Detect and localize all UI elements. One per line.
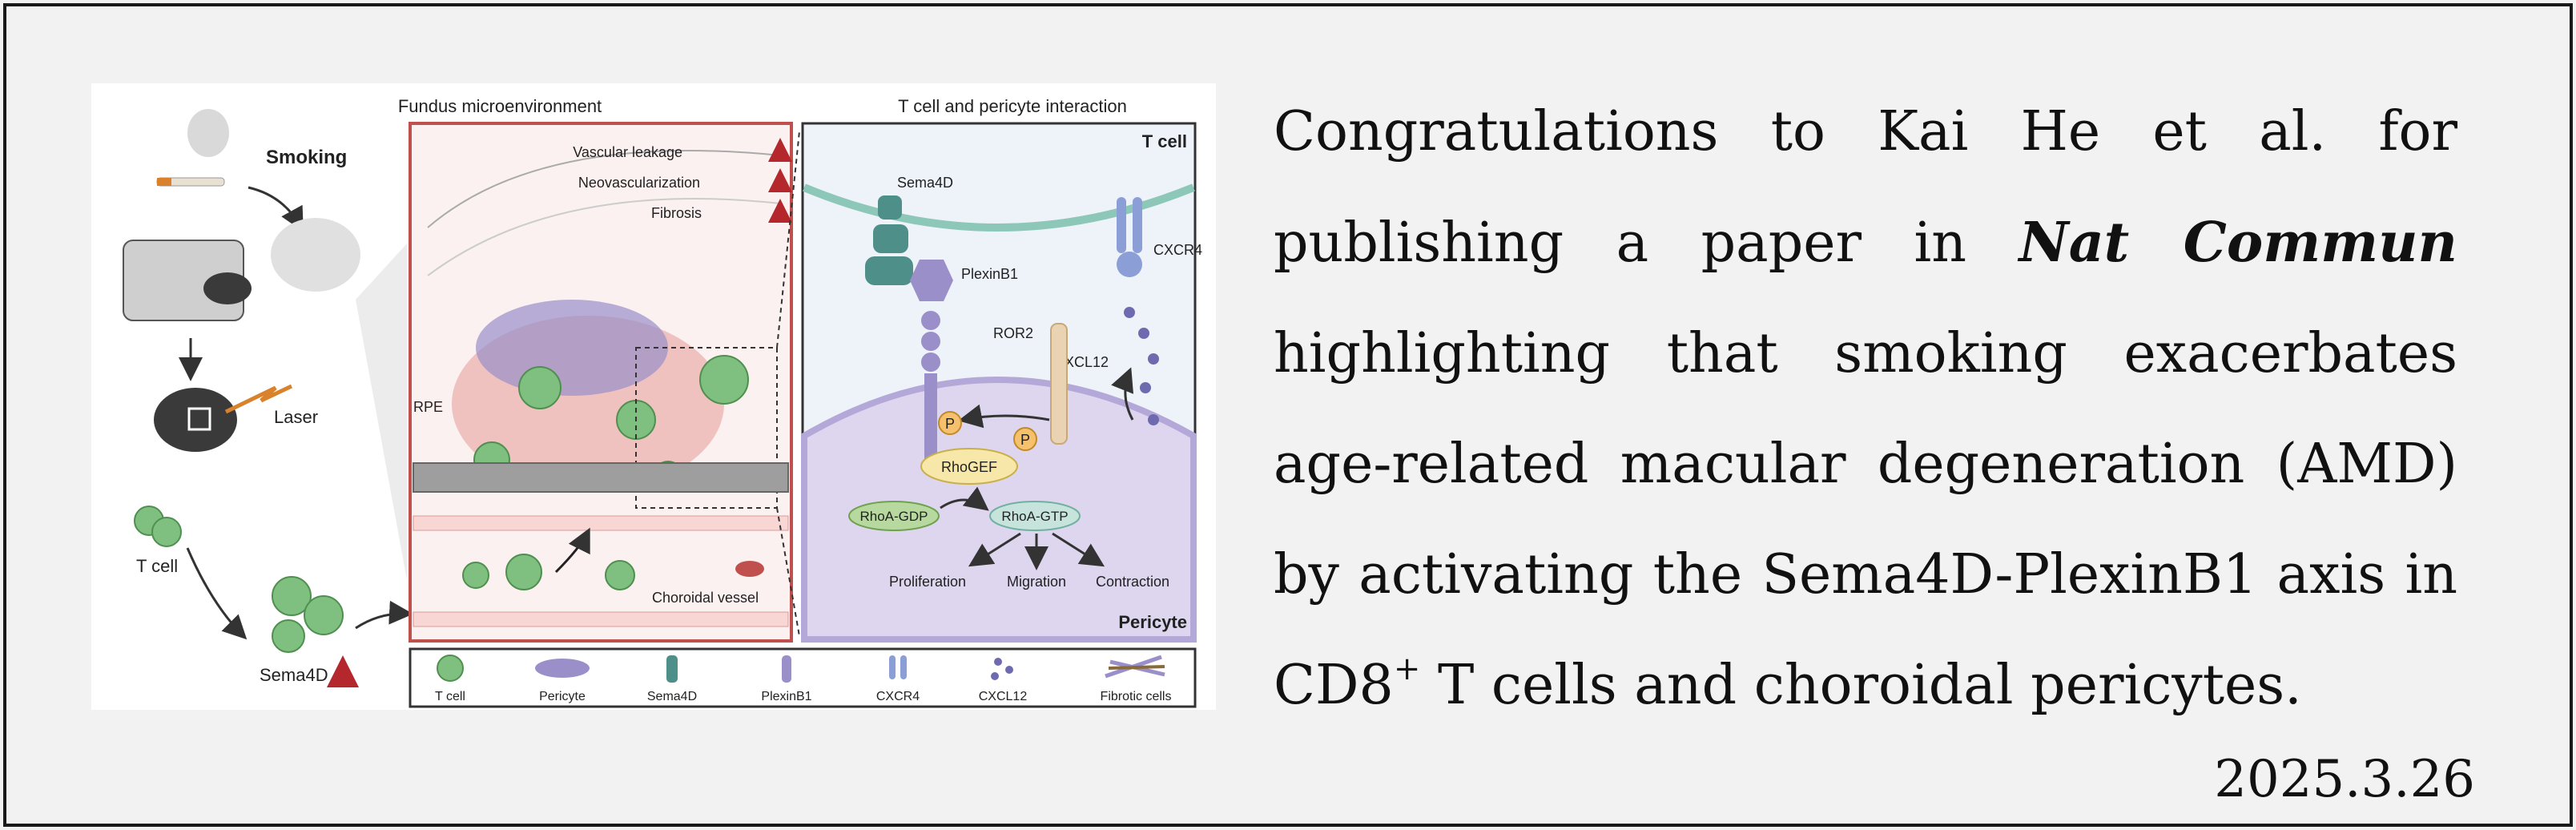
announcement-text: Congratulations to Kai He et al. for pub… <box>1274 77 2457 741</box>
phospho-label-2: P <box>1020 432 1030 448</box>
effect-migration: Migration <box>1007 574 1066 590</box>
legend-t-cell: T cell <box>435 690 465 703</box>
t-cell-corner-label: T cell <box>1142 131 1187 151</box>
ror2-molecule <box>1050 323 1068 445</box>
phospho-icon <box>1013 427 1037 451</box>
graphical-abstract-svg: Smoking Laser T cell Sema4D <box>123 96 1202 708</box>
red-blood-cell-icon <box>735 561 764 577</box>
rpe-label: RPE <box>413 399 443 415</box>
effect-proliferation: Proliferation <box>889 574 966 590</box>
smoking-label: Smoking <box>266 147 347 168</box>
rhoa-gdp-node <box>848 501 940 531</box>
mouse-icon <box>154 388 237 452</box>
legend-plexinb1: PlexinB1 <box>761 690 811 703</box>
smoking-pathway: Smoking Laser T cell Sema4D <box>123 109 413 687</box>
smoke-icon <box>187 109 229 157</box>
legend-sema4d-icon <box>666 655 678 683</box>
legend-cxcr4: CXCR4 <box>876 690 920 703</box>
lesion-area <box>452 300 749 492</box>
t-cell-label: T cell <box>136 556 178 576</box>
interaction-panel: T cell and pericyte interaction T cell P… <box>801 96 1202 643</box>
rhogef-node <box>920 448 1018 485</box>
publication-date: 2025.3.26 <box>2214 750 2475 809</box>
laser-icon <box>224 384 293 414</box>
rhoa-gtp-node <box>989 501 1081 531</box>
choroidal-vessel-label: Choroidal vessel <box>652 590 759 606</box>
legend-pericyte-icon <box>535 659 590 678</box>
outcome-vascular-leakage: Vascular leakage <box>573 144 682 160</box>
outcome-fibrosis: Fibrosis <box>651 205 702 221</box>
legend-fibrotic-cells: Fibrotic cells <box>1101 690 1172 703</box>
sema4d-molecule <box>865 195 913 285</box>
zoom-box <box>635 347 778 509</box>
rpe-layer <box>413 462 789 493</box>
legend-cxcl12-icon <box>994 658 1002 666</box>
mouse-in-chamber-icon <box>203 272 252 304</box>
announcement-suffix: T cells and choroidal pericytes. <box>1420 654 2302 717</box>
graphical-abstract-figure: Smoking Laser T cell Sema4D <box>91 83 1216 710</box>
rhoa-gtp-label: RhoA-GTP <box>1001 509 1068 524</box>
fundus-panel: Fundus microenvironment Vascular leakage… <box>398 96 800 643</box>
cxcr4-molecule-label: CXCR4 <box>1153 242 1202 258</box>
legend-sema4d: Sema4D <box>647 690 697 703</box>
plexinb1-molecule <box>910 260 953 461</box>
rhogef-label: RhoGEF <box>941 459 997 475</box>
ror2-molecule-label: ROR2 <box>993 325 1033 341</box>
announcement-prefix: Congratulations to Kai He et al. for pub… <box>1274 100 2457 275</box>
journal-name: Nat Commun <box>2019 211 2457 275</box>
card-frame: Smoking Laser T cell Sema4D <box>3 3 2573 827</box>
cxcr4-molecule <box>1117 197 1142 277</box>
announcement-middle: highlighting that smoking exacerbates ag… <box>1274 322 2457 717</box>
fundus-panel-title: Fundus microenvironment <box>398 96 602 116</box>
phospho-icon <box>938 411 962 435</box>
cxcl12-molecules <box>1124 307 1159 425</box>
outcome-neovascularization: Neovascularization <box>578 175 700 191</box>
sema4d-up-label: Sema4D <box>260 665 328 685</box>
interaction-panel-title: T cell and pericyte interaction <box>898 96 1127 116</box>
legend-plexinb1-icon <box>782 655 791 683</box>
plexinb1-molecule-label: PlexinB1 <box>961 266 1018 282</box>
laser-label: Laser <box>274 407 318 427</box>
legend-pericyte: Pericyte <box>539 690 586 703</box>
smoke-cloud-icon <box>271 218 360 292</box>
zoom-cone <box>356 244 407 580</box>
activated-t-cell-icon <box>272 576 312 616</box>
legend-cxcl12: CXCL12 <box>979 690 1028 703</box>
cd8-superscript: + <box>1393 651 1421 688</box>
legend-cxcr4-icon <box>889 655 896 679</box>
figure-legend: T cell Pericyte Sema4D PlexinB1 CXCR4 CX… <box>409 647 1197 708</box>
pericyte-corner-label: Pericyte <box>1118 612 1187 632</box>
rhoa-gdp-label: RhoA-GDP <box>859 509 928 524</box>
phospho-label-1: P <box>945 416 955 432</box>
choroid-layer <box>413 515 789 627</box>
effect-contraction: Contraction <box>1096 574 1169 590</box>
legend-t-cell-icon <box>437 655 464 682</box>
sema4d-molecule-label: Sema4D <box>897 175 953 191</box>
